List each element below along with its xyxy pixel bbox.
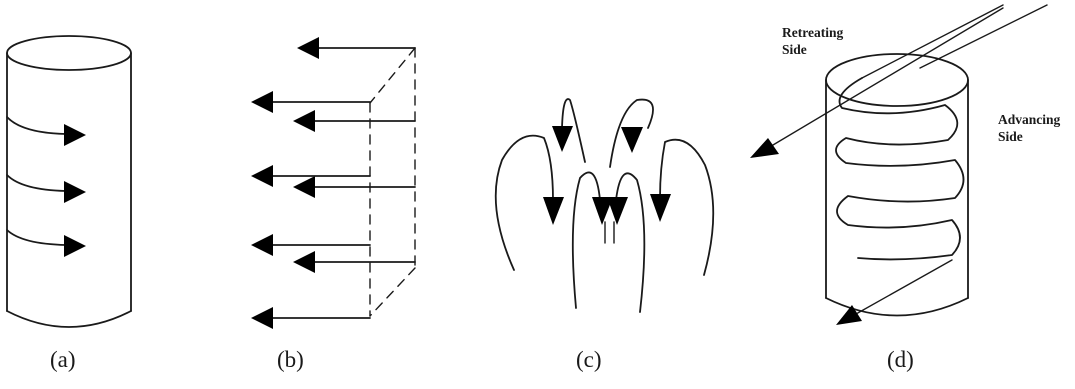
- vortex-arrowhead-outer-right: [650, 194, 671, 222]
- dashed-edge-back-top: [369, 47, 416, 104]
- vortex-arrowhead-outer-left: [543, 197, 564, 225]
- vortex-loop-outer-right: [659, 138, 715, 276]
- advancing-side-label: Advancing Side: [998, 111, 1060, 145]
- rotation-arrow-shaft-1: [6, 116, 67, 135]
- panel-label-c: (c): [576, 347, 602, 372]
- panel-c-drawing: [494, 98, 715, 313]
- panel-a-drawing: [6, 35, 132, 328]
- cylinder-top-ellipse: [6, 35, 132, 71]
- vortex-loop-center-right: [615, 172, 646, 313]
- flow-arrowhead-front-4: [251, 307, 273, 329]
- retreating-side-label: Retreating Side: [782, 24, 843, 58]
- dashed-edge-bottom: [369, 267, 416, 317]
- panel-label-a: (a): [50, 347, 76, 372]
- panel-b-drawing: [251, 37, 416, 329]
- retreating-side-arrowhead: [750, 138, 779, 158]
- flow-arrowhead-back-1: [297, 37, 319, 59]
- rotation-arrow-shaft-2: [6, 174, 67, 192]
- cylinder-d-bottom-arc: [825, 297, 969, 317]
- vortex-arrowhead-upper-left: [552, 126, 573, 152]
- vortex-loop-center-left: [571, 171, 601, 309]
- incoming-pass-line-1: [861, 4, 1004, 79]
- helical-path: [835, 77, 965, 261]
- vortex-arrowhead-upper-right: [621, 127, 643, 153]
- flow-arrowhead-back-4: [293, 251, 315, 273]
- incoming-pass-line-2: [919, 4, 1048, 69]
- panel-label-d: (d): [887, 347, 914, 372]
- cylinder-bottom-arc: [6, 310, 132, 328]
- vortex-loop-outer-left: [494, 134, 554, 271]
- rotation-arrowhead-3: [64, 235, 86, 257]
- advancing-side-label-line1: Advancing: [998, 112, 1061, 127]
- retreating-side-label-line1: Retreating: [782, 25, 844, 40]
- flow-arrowhead-back-3: [293, 176, 315, 198]
- exit-arrowhead: [836, 305, 862, 325]
- rotation-arrow-shaft-3: [6, 229, 67, 246]
- vortex-arrowhead-center-left: [592, 197, 613, 225]
- panel-d-drawing: [750, 4, 1048, 325]
- flow-arrowhead-front-2: [251, 165, 273, 187]
- flow-arrowhead-front-1: [251, 91, 273, 113]
- rotation-arrowhead-1: [64, 124, 86, 146]
- exit-arrow-shaft: [855, 259, 953, 315]
- rotation-arrowhead-2: [64, 181, 86, 203]
- vortex-arrowhead-center-right: [607, 197, 628, 225]
- flow-arrowhead-back-2: [293, 110, 315, 132]
- cylinder-d-top-ellipse: [825, 53, 969, 107]
- retreating-side-arrow-shaft: [772, 7, 1004, 146]
- advancing-side-label-line2: Side: [998, 129, 1023, 144]
- vortex-loop-upper-right: [609, 98, 654, 168]
- vortex-loop-upper-left: [561, 98, 586, 163]
- retreating-side-label-line2: Side: [782, 42, 807, 57]
- flow-arrowhead-front-3: [251, 234, 273, 256]
- panel-label-b: (b): [277, 347, 304, 372]
